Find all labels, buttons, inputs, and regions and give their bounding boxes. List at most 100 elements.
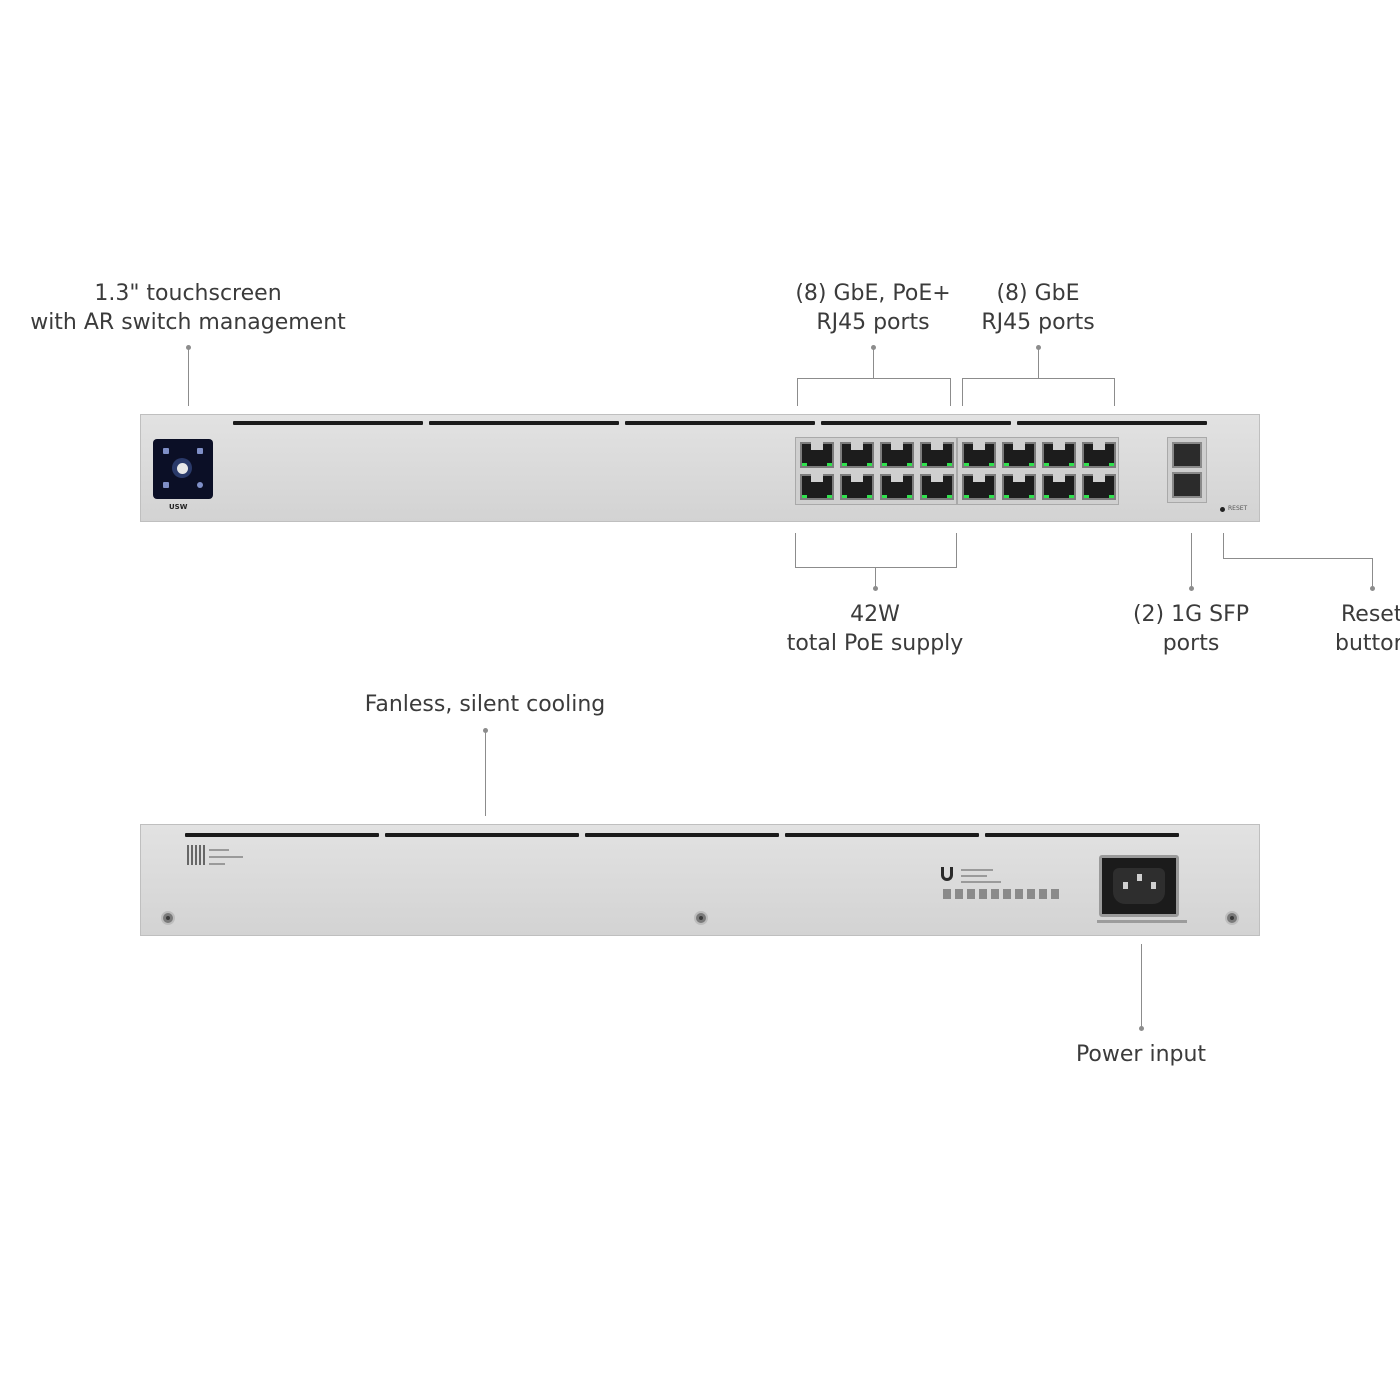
vent-slot xyxy=(585,833,779,837)
port-led-icon xyxy=(842,463,847,466)
rj45-port-icon[interactable] xyxy=(800,442,834,468)
poe-ports-callout-dot xyxy=(871,345,876,350)
poe-supply-callout-dot xyxy=(873,586,878,591)
sticker-line xyxy=(209,856,243,858)
poe-supply-bracket-bottom xyxy=(795,567,957,568)
vent-slot xyxy=(233,421,423,425)
gbe-ports-bracket-right xyxy=(1114,378,1115,406)
vent-slot xyxy=(429,421,619,425)
port-led-icon xyxy=(1029,495,1034,498)
poe-ports-label-line2: RJ45 ports xyxy=(816,310,930,335)
touchscreen-icon[interactable] xyxy=(153,439,213,499)
poe-supply-callout-stem xyxy=(875,567,876,587)
poe-ports-bracket-left xyxy=(797,378,798,406)
power-socket-icon[interactable] xyxy=(1099,855,1179,917)
gbe-ports-label-line1: (8) GbE xyxy=(996,281,1080,306)
port-led-icon xyxy=(964,495,969,498)
port-led-icon xyxy=(989,495,994,498)
poe-ports-label-line1: (8) GbE, PoE+ xyxy=(795,281,951,306)
rj45-port-icon[interactable] xyxy=(1042,474,1076,500)
rj45-port-icon[interactable] xyxy=(962,474,996,500)
reset-button-label: Reset button xyxy=(1335,600,1400,658)
gbe-ports-callout-dot xyxy=(1036,345,1041,350)
power-callout-line xyxy=(1141,944,1142,1027)
port-led-icon xyxy=(882,463,887,466)
poe-supply-bracket-left xyxy=(795,533,796,567)
port-led-icon xyxy=(842,495,847,498)
touchscreen-callout-line xyxy=(188,348,189,406)
reset-label-line2: button xyxy=(1335,631,1400,656)
sfp-port-icon[interactable] xyxy=(1172,442,1202,468)
gbe-ports-bracket-top xyxy=(962,378,1115,379)
screw-icon xyxy=(694,911,708,925)
touchscreen-label: 1.3" touchscreen with AR switch manageme… xyxy=(30,279,346,337)
screw-icon xyxy=(161,911,175,925)
reset-button-text: RESET xyxy=(1228,505,1248,512)
port-led-icon xyxy=(827,463,832,466)
port-led-icon xyxy=(867,495,872,498)
rj45-port-icon[interactable] xyxy=(920,474,954,500)
sfp-ports-label: (2) 1G SFP ports xyxy=(1133,600,1249,658)
port-led-icon xyxy=(802,495,807,498)
touchscreen-label-line2: with AR switch management xyxy=(30,310,346,335)
regulatory-text xyxy=(961,869,993,871)
sfp-port-icon[interactable] xyxy=(1172,472,1202,498)
poe-ports-callout-stem xyxy=(873,348,874,378)
port-led-icon xyxy=(1044,495,1049,498)
poe-port-block xyxy=(795,437,957,505)
vent-slot xyxy=(1017,421,1207,425)
poe-ports-label: (8) GbE, PoE+ RJ45 ports xyxy=(795,279,950,337)
rj45-port-icon[interactable] xyxy=(1082,442,1116,468)
screw-icon xyxy=(1225,911,1239,925)
rj45-port-icon[interactable] xyxy=(962,442,996,468)
vent-slot xyxy=(785,833,979,837)
port-led-icon xyxy=(947,495,952,498)
rj45-port-icon[interactable] xyxy=(880,442,914,468)
rj45-port-icon[interactable] xyxy=(1002,474,1036,500)
poe-supply-label: 42W total PoE supply xyxy=(787,600,964,658)
rj45-port-icon[interactable] xyxy=(840,442,874,468)
port-led-icon xyxy=(1004,463,1009,466)
poe-ports-bracket-right xyxy=(950,378,951,406)
certification-marks-icon xyxy=(943,889,1061,899)
reset-callout-drop xyxy=(1372,558,1373,587)
ubiquiti-logo-icon xyxy=(941,867,953,881)
rj45-port-icon[interactable] xyxy=(800,474,834,500)
touchscreen-callout-dot xyxy=(186,345,191,350)
port-led-icon xyxy=(1084,495,1089,498)
port-led-icon xyxy=(1069,463,1074,466)
reset-button[interactable] xyxy=(1220,507,1225,512)
sfp-port-block xyxy=(1167,437,1207,503)
rj45-port-icon[interactable] xyxy=(880,474,914,500)
sfp-callout-dot xyxy=(1189,586,1194,591)
port-led-icon xyxy=(1109,495,1114,498)
port-led-icon xyxy=(989,463,994,466)
port-led-icon xyxy=(922,495,927,498)
model-mark: USW xyxy=(169,503,188,511)
port-led-icon xyxy=(964,463,969,466)
gbe-ports-bracket-left xyxy=(962,378,963,406)
port-led-icon xyxy=(802,463,807,466)
rj45-port-icon[interactable] xyxy=(840,474,874,500)
rj45-port-icon[interactable] xyxy=(920,442,954,468)
port-led-icon xyxy=(1004,495,1009,498)
rj45-port-icon[interactable] xyxy=(1002,442,1036,468)
sfp-callout-line xyxy=(1191,533,1192,587)
port-led-icon xyxy=(907,463,912,466)
reset-callout-horizontal xyxy=(1223,558,1373,559)
port-led-icon xyxy=(827,495,832,498)
gbe-port-block xyxy=(957,437,1119,505)
cooling-callout-dot xyxy=(483,728,488,733)
rj45-port-icon[interactable] xyxy=(1082,474,1116,500)
port-led-icon xyxy=(867,463,872,466)
sfp-ports-label-line2: ports xyxy=(1162,631,1220,656)
rj45-port-icon[interactable] xyxy=(1042,442,1076,468)
vent-slot xyxy=(821,421,1011,425)
power-callout-dot xyxy=(1139,1026,1144,1031)
cooling-label-text: Fanless, silent cooling xyxy=(364,692,606,717)
vent-slot xyxy=(185,833,379,837)
qr-code-icon xyxy=(187,845,205,865)
gbe-ports-label-line2: RJ45 ports xyxy=(981,310,1095,335)
cooling-callout-line xyxy=(485,731,486,816)
reset-label-line1: Reset xyxy=(1341,602,1400,627)
